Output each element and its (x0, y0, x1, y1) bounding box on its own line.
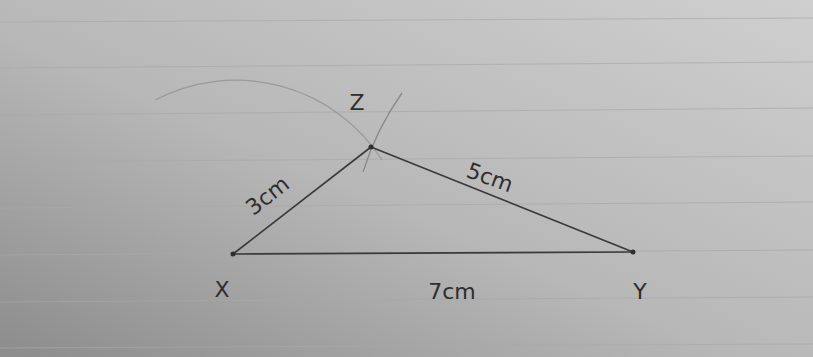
vertex-dot (231, 145, 636, 257)
vertex-label: Y (633, 281, 646, 303)
ruled-lines (0, 18, 813, 348)
construction-arc (363, 93, 402, 172)
vertex-label: Z (349, 92, 364, 114)
dimension-label: 7cm (428, 281, 476, 303)
vertex-label: X (214, 279, 229, 301)
triangle (233, 147, 633, 254)
construction-arc (155, 80, 382, 160)
